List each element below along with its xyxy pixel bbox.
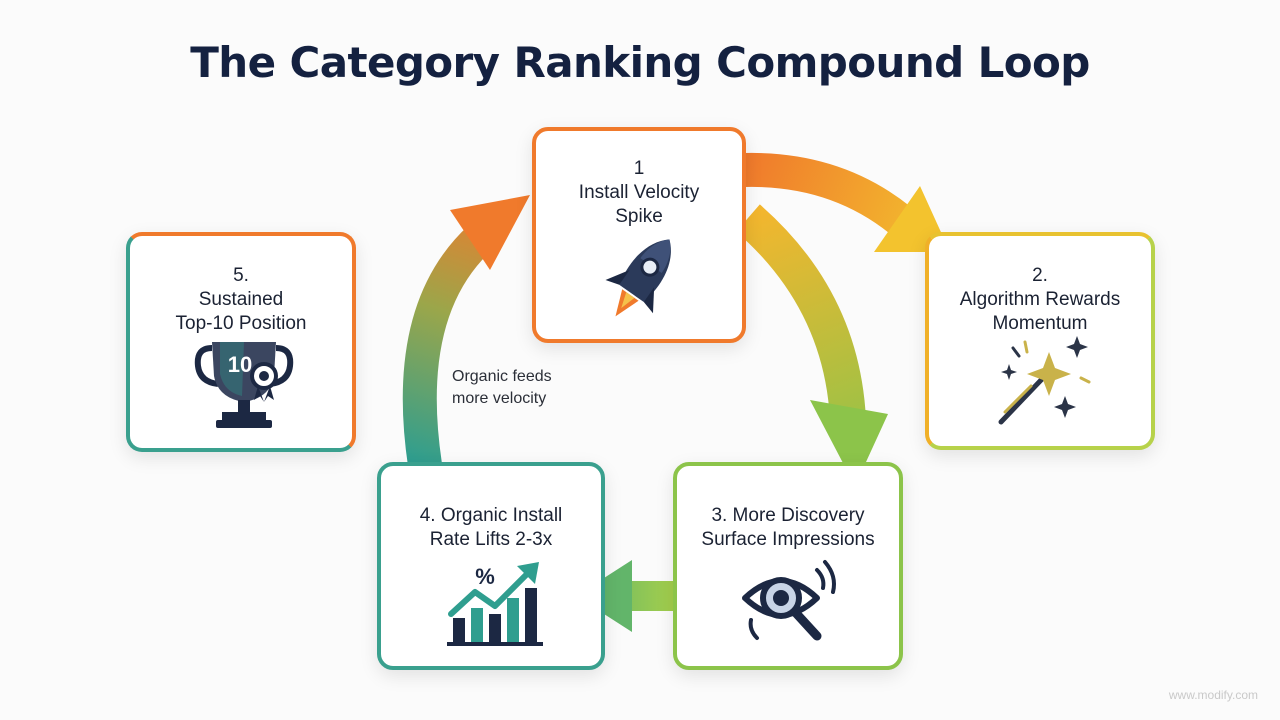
arrow-4-to-1 (402, 195, 530, 468)
eye-magnifier-icon (742, 560, 836, 641)
trophy-number: 10 (228, 352, 252, 377)
rocket-icon (605, 239, 671, 317)
page-title: The Category Ranking Compound Loop (190, 38, 1090, 87)
step-1-label: 1 Install Velocity Spike (578, 158, 700, 227)
step-card-5: 5. Sustained Top-10 Position 10 (126, 232, 356, 452)
step-card-2: 2. Algorithm Rewards Momentum (925, 232, 1155, 450)
loop-annotation: Organic feeds more velocity (452, 368, 552, 407)
step-3-label: 3. More Discovery Surface Impressions (701, 505, 875, 550)
percent-symbol: % (475, 564, 495, 589)
step-4-label: 4. Organic Install Rate Lifts 2-3x (419, 505, 563, 550)
growth-chart-icon: % (447, 562, 543, 646)
step-2-label: 2. Algorithm Rewards Momentum (959, 265, 1121, 334)
step-card-4: 4. Organic Install Rate Lifts 2-3x % (377, 462, 605, 670)
step-5-label: 5. Sustained Top-10 Position (175, 265, 307, 334)
arrow-1-to-3 (736, 204, 888, 486)
watermark: www.modify.com (1168, 688, 1258, 702)
sparkles-icon (998, 336, 1091, 425)
trophy-icon: 10 (194, 342, 294, 428)
step-card-1: 1 Install Velocity Spike (532, 127, 746, 343)
step-card-3: 3. More Discovery Surface Impressions (673, 462, 903, 670)
